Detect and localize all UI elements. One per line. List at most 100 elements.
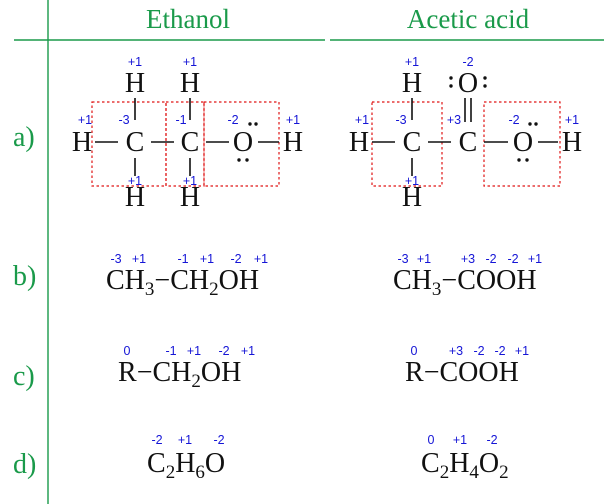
ox-ethanol-c-0: 0 <box>124 344 131 358</box>
acetic-condensed-formula: -3 +1 +3 -2 -2 +1 CH3−COOH <box>393 252 542 300</box>
acetic-acid-structural-formula: +1 -2 H O +1 -3 +3 -2 +1 H C C O H +1 H <box>349 55 582 213</box>
row-label-a: a) <box>13 122 35 153</box>
ethanol-d-h: H <box>175 448 195 479</box>
ox-acetic-c1: -3 <box>395 113 406 127</box>
ethanol-c-r: R <box>118 357 137 388</box>
ox-acetic-b-1: +1 <box>417 252 431 266</box>
acetic-d-c: C <box>421 448 440 479</box>
ox-acetic-h-bot: +1 <box>405 174 419 188</box>
ox-ethanol-h-top1: +1 <box>128 55 142 69</box>
ethanol-b-ch: CH <box>106 265 145 296</box>
ethanol-d-sub-h: 6 <box>195 462 205 483</box>
ox-ethanol-o: -2 <box>227 113 238 127</box>
ox-acetic-h-right: +1 <box>565 113 579 127</box>
ox-ethanol-c-2: +1 <box>187 344 201 358</box>
acetic-atom-h-bot: H <box>402 182 422 213</box>
ethanol-b-formula-text: CH3−CH2OH <box>106 265 259 300</box>
row-label-b: b) <box>13 261 36 292</box>
ox-ethanol-b-4: -2 <box>230 252 241 266</box>
acetic-atom-c2: C <box>459 127 478 158</box>
ox-acetic-d-2: -2 <box>486 433 497 447</box>
acetic-d-sub-o: 2 <box>499 462 509 483</box>
ethanol-atom-h-top2: H <box>180 68 200 99</box>
ox-acetic-o-top: -2 <box>462 55 473 69</box>
ox-acetic-h-top: +1 <box>405 55 419 69</box>
ox-ethanol-c-4: +1 <box>241 344 255 358</box>
ox-acetic-b-0: -3 <box>397 252 408 266</box>
ethanol-atom-h-bot2: H <box>180 182 200 213</box>
ethanol-c-oh: OH <box>201 357 241 388</box>
acetic-atom-o: O <box>513 127 533 158</box>
acetic-d-o: O <box>479 448 499 479</box>
ethanol-b-sub-2: 2 <box>209 279 219 300</box>
acetic-o-top-lone-pairs <box>449 76 487 88</box>
row-label-d: d) <box>13 449 36 480</box>
ox-ethanol-d-1: +1 <box>178 433 192 447</box>
ox-ethanol-c-3: -2 <box>218 344 229 358</box>
ox-acetic-b-3: -2 <box>485 252 496 266</box>
ox-acetic-o: -2 <box>508 113 519 127</box>
ethanol-atom-h-left: H <box>72 127 92 158</box>
ox-ethanol-b-2: -1 <box>177 252 188 266</box>
ox-acetic-b-5: +1 <box>528 252 542 266</box>
acetic-d-h: H <box>449 448 469 479</box>
ox-ethanol-h-bot1: +1 <box>128 174 142 188</box>
ethanol-c-dash: − <box>137 357 153 388</box>
ox-ethanol-c2: -1 <box>175 113 186 127</box>
ox-ethanol-h-top2: +1 <box>183 55 197 69</box>
acetic-atom-c1: C <box>403 127 422 158</box>
ox-acetic-c-2: -2 <box>473 344 484 358</box>
ox-acetic-d-1: +1 <box>453 433 467 447</box>
acetic-d-formula-text: C2H4O2 <box>421 448 509 483</box>
header-ethanol: Ethanol <box>146 4 230 34</box>
ethanol-atom-c1: C <box>126 127 145 158</box>
ethanol-general-formula: 0 -1 +1 -2 +1 R−CH2OH <box>118 344 255 392</box>
ox-acetic-c-4: +1 <box>515 344 529 358</box>
ox-ethanol-d-0: -2 <box>151 433 162 447</box>
acetic-c-formula-text: R−COOH <box>405 357 519 388</box>
ethanol-c-sub-2: 2 <box>191 371 201 392</box>
ethanol-atom-c2: C <box>181 127 200 158</box>
ox-acetic-b-2: +3 <box>461 252 475 266</box>
ethanol-atom-o: O <box>233 127 253 158</box>
ethanol-molecular-formula: -2 +1 -2 C2H6O <box>147 433 225 483</box>
ox-ethanol-b-1: +1 <box>132 252 146 266</box>
acetic-molecular-formula: 0 +1 -2 C2H4O2 <box>421 433 509 483</box>
ox-ethanol-c-1: -1 <box>165 344 176 358</box>
ethanol-atom-h-bot1: H <box>125 182 145 213</box>
ethanol-atom-h-top1: H <box>125 68 145 99</box>
ethanol-b-oh: OH <box>219 265 259 296</box>
ethanol-d-c: C <box>147 448 166 479</box>
acetic-b-dash: − <box>441 265 457 296</box>
acetic-atom-h-right: H <box>562 127 582 158</box>
ethanol-c-formula-text: R−CH2OH <box>118 357 241 392</box>
ethanol-structural-formula: +1 +1 H H +1 -3 -1 -2 +1 H C C O H +1 +1… <box>72 55 303 213</box>
ox-acetic-c-1: +3 <box>449 344 463 358</box>
ox-ethanol-c1: -3 <box>118 113 129 127</box>
ox-acetic-b-4: -2 <box>507 252 518 266</box>
ethanol-c-ch2: CH <box>152 357 191 388</box>
ox-ethanol-d-2: -2 <box>213 433 224 447</box>
acetic-atom-h-left: H <box>349 127 369 158</box>
ox-ethanol-b-3: +1 <box>200 252 214 266</box>
acetic-atom-o-top: O <box>458 68 478 99</box>
ethanol-box-oh <box>203 101 280 187</box>
ethanol-b-dash: − <box>154 265 170 296</box>
acetic-atom-h-top: H <box>402 68 422 99</box>
ox-ethanol-b-0: -3 <box>110 252 121 266</box>
ethanol-d-sub-c: 2 <box>166 462 176 483</box>
ox-acetic-c-3: -2 <box>494 344 505 358</box>
ox-acetic-d-0: 0 <box>428 433 435 447</box>
acetic-b-formula-text: CH3−COOH <box>393 265 537 300</box>
ethanol-condensed-formula: -3 +1 -1 +1 -2 +1 CH3−CH2OH <box>106 252 268 300</box>
acetic-c-cooh: COOH <box>439 357 518 388</box>
acetic-general-formula: 0 +3 -2 -2 +1 R−COOH <box>405 344 529 388</box>
ethanol-d-o: O <box>205 448 225 479</box>
ox-ethanol-h-left: +1 <box>78 113 92 127</box>
ethanol-atom-h-right: H <box>283 127 303 158</box>
acetic-b-cooh: COOH <box>457 265 536 296</box>
ox-acetic-c-0: 0 <box>411 344 418 358</box>
ox-ethanol-h-bot2: +1 <box>183 174 197 188</box>
ethanol-b-sub-3: 3 <box>145 279 155 300</box>
